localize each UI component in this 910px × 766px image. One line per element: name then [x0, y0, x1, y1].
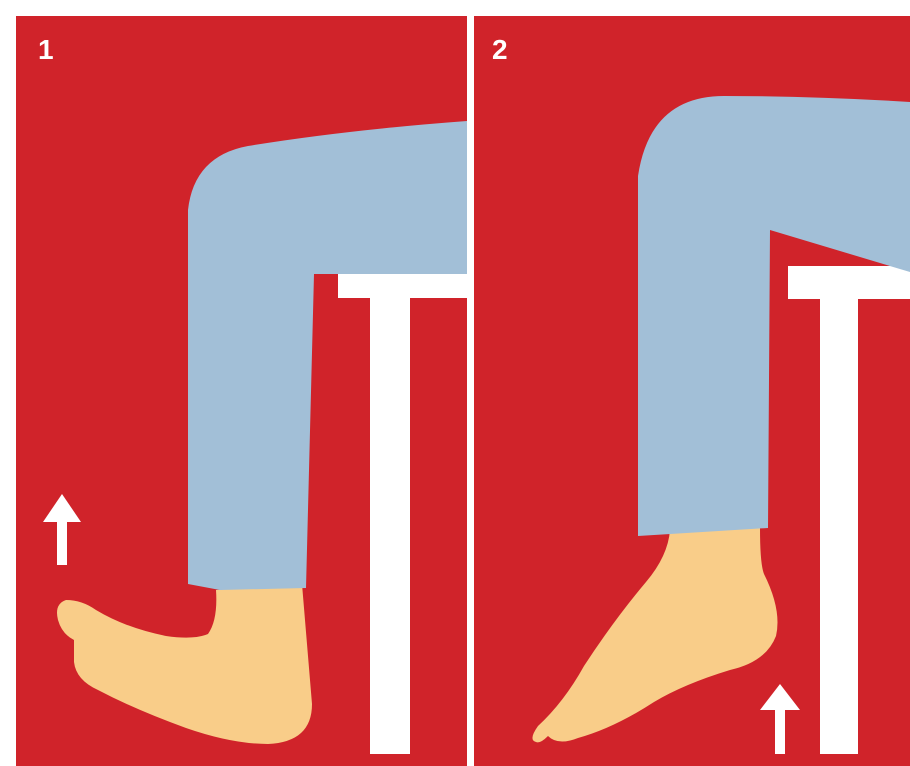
- step-2-panel: 2: [474, 16, 910, 766]
- step-1-panel: 1: [16, 16, 467, 766]
- step-2-illustration: [474, 16, 910, 766]
- step-number: 1: [38, 36, 54, 64]
- step-1-illustration: [16, 16, 467, 766]
- step-number: 2: [492, 36, 508, 64]
